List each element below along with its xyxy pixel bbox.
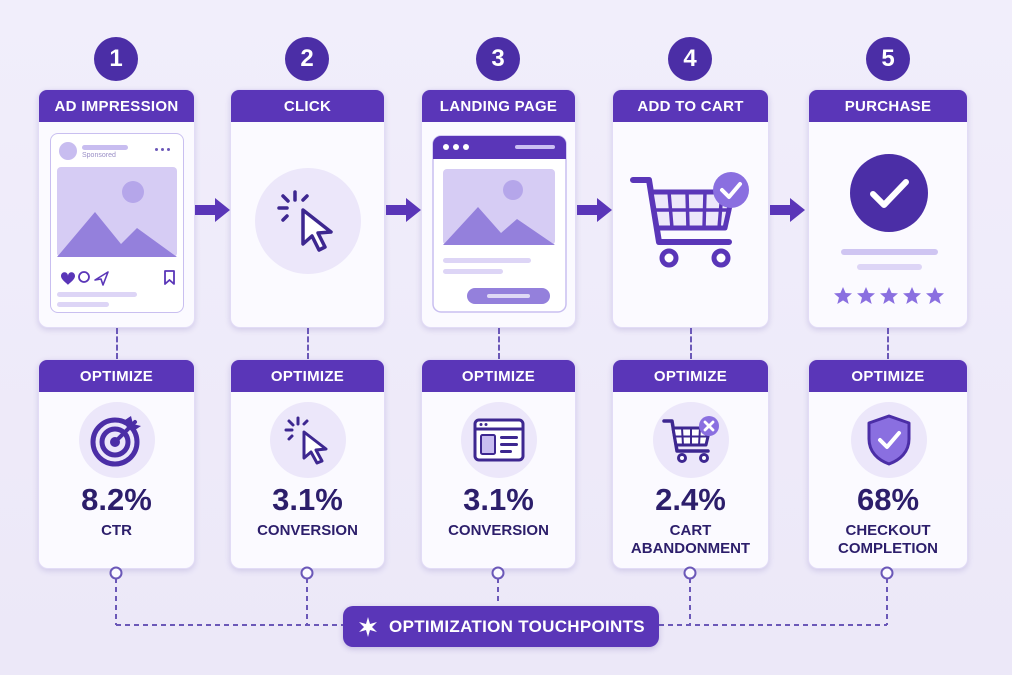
arrow-right-icon bbox=[195, 198, 230, 222]
stage-title-landing-page: LANDING PAGE bbox=[422, 90, 575, 122]
target-icon bbox=[90, 416, 141, 467]
optimize-card-click-conversion: OPTIMIZE 3.1% CONVERSION bbox=[230, 359, 385, 569]
browser-icon-disc bbox=[461, 402, 537, 478]
optimize-header: OPTIMIZE bbox=[39, 360, 194, 392]
arrow-right-icon bbox=[386, 198, 421, 222]
ad-post-icon bbox=[57, 142, 177, 307]
stage-title-purchase: PURCHASE bbox=[809, 90, 967, 122]
metric-label-checkout-completion-line2: COMPLETION bbox=[838, 540, 938, 557]
checkmark-circle-icon bbox=[850, 154, 928, 232]
optimize-header: OPTIMIZE bbox=[231, 360, 384, 392]
stage-card-add-to-cart: ADD TO CART bbox=[612, 89, 769, 328]
footer-label: OPTIMIZATION TOUCHPOINTS bbox=[389, 616, 645, 636]
sponsored-label: Sponsored bbox=[82, 152, 116, 159]
metric-value-landing-conversion: 3.1% bbox=[463, 482, 534, 517]
touchpoint-node bbox=[880, 566, 894, 580]
stage-card-ad-impression: AD IMPRESSION Sponsored bbox=[38, 89, 195, 328]
shield-icon-disc bbox=[851, 402, 927, 478]
arrow-right-icon bbox=[770, 198, 805, 222]
stage-card-landing-page: LANDING PAGE bbox=[421, 89, 576, 328]
touchpoint-node bbox=[109, 566, 123, 580]
rating-stars bbox=[834, 287, 944, 304]
connector-5 bbox=[887, 328, 889, 359]
star-icon bbox=[880, 287, 898, 304]
connector-4 bbox=[690, 328, 692, 359]
connector-3 bbox=[498, 328, 500, 359]
touchpoint-node bbox=[683, 566, 697, 580]
optimize-card-landing-conversion: OPTIMIZE 3.1% CONVERSION bbox=[421, 359, 576, 569]
optimize-card-ctr: OPTIMIZE 8.2% CTR bbox=[38, 359, 195, 569]
metric-label-checkout-completion-line1: CHECKOUT bbox=[845, 522, 931, 539]
target-icon-disc bbox=[79, 402, 155, 478]
sparkle-icon bbox=[359, 616, 378, 637]
connector-1 bbox=[116, 328, 118, 359]
stage-title-add-to-cart: ADD TO CART bbox=[613, 90, 768, 122]
shopping-cart-check-icon bbox=[630, 172, 749, 268]
touchpoint-connectors bbox=[109, 566, 894, 626]
optimize-header: OPTIMIZE bbox=[422, 360, 575, 392]
shield-check-icon bbox=[867, 414, 911, 466]
optimize-header: OPTIMIZE bbox=[613, 360, 768, 392]
cursor-click-icon bbox=[284, 416, 328, 465]
stage-title-ad-impression: AD IMPRESSION bbox=[39, 90, 194, 122]
metric-value-ctr: 8.2% bbox=[81, 482, 152, 517]
metric-label-cart-abandonment-line2: ABANDONMENT bbox=[630, 540, 751, 557]
star-icon bbox=[834, 287, 852, 304]
cursor-click-icon bbox=[277, 190, 333, 252]
optimize-card-checkout-completion: OPTIMIZE 68% CHECKOUT COMPLETION bbox=[808, 359, 968, 569]
cart-remove-icon-disc bbox=[653, 402, 729, 478]
step-number-1: 1 bbox=[94, 37, 138, 81]
metric-label-click-conversion: CONVERSION bbox=[257, 522, 358, 539]
metric-label-ctr: CTR bbox=[101, 522, 132, 539]
stage-card-click: CLICK bbox=[230, 89, 385, 328]
optimization-touchpoints-badge: OPTIMIZATION TOUCHPOINTS bbox=[343, 606, 659, 647]
star-icon bbox=[857, 287, 875, 304]
receipt-line-2 bbox=[857, 264, 922, 270]
landing-page-icon bbox=[432, 135, 567, 313]
touchpoint-node bbox=[491, 566, 505, 580]
step-number-2: 2 bbox=[285, 37, 329, 81]
stage-card-purchase: PURCHASE bbox=[808, 89, 968, 328]
connector-2 bbox=[307, 328, 309, 359]
cursor-click-disc bbox=[255, 168, 361, 274]
arrow-right-icon bbox=[577, 198, 612, 222]
optimize-card-cart-abandonment: OPTIMIZE 2.4% CART ABANDONMENT bbox=[612, 359, 769, 569]
metric-label-cart-abandonment-line1: CART bbox=[669, 522, 712, 539]
metric-label-landing-conversion: CONVERSION bbox=[448, 522, 549, 539]
touchpoint-node bbox=[300, 566, 314, 580]
step-number-4: 4 bbox=[668, 37, 712, 81]
metric-value-checkout-completion: 68% bbox=[856, 482, 920, 517]
ad-post-mock: Sponsored bbox=[50, 133, 184, 313]
browser-layout-icon bbox=[473, 418, 525, 462]
star-icon bbox=[926, 287, 944, 304]
optimize-header: OPTIMIZE bbox=[809, 360, 967, 392]
metric-value-cart-abandonment: 2.4% bbox=[655, 482, 726, 517]
star-icon bbox=[903, 287, 921, 304]
step-number-3: 3 bbox=[476, 37, 520, 81]
step-number-5: 5 bbox=[866, 37, 910, 81]
cursor-icon-disc bbox=[270, 402, 346, 478]
metric-value-click-conversion: 3.1% bbox=[272, 482, 343, 517]
receipt-line-1 bbox=[841, 249, 938, 255]
cart-remove-icon bbox=[662, 416, 719, 463]
stage-title-click: CLICK bbox=[231, 90, 384, 122]
